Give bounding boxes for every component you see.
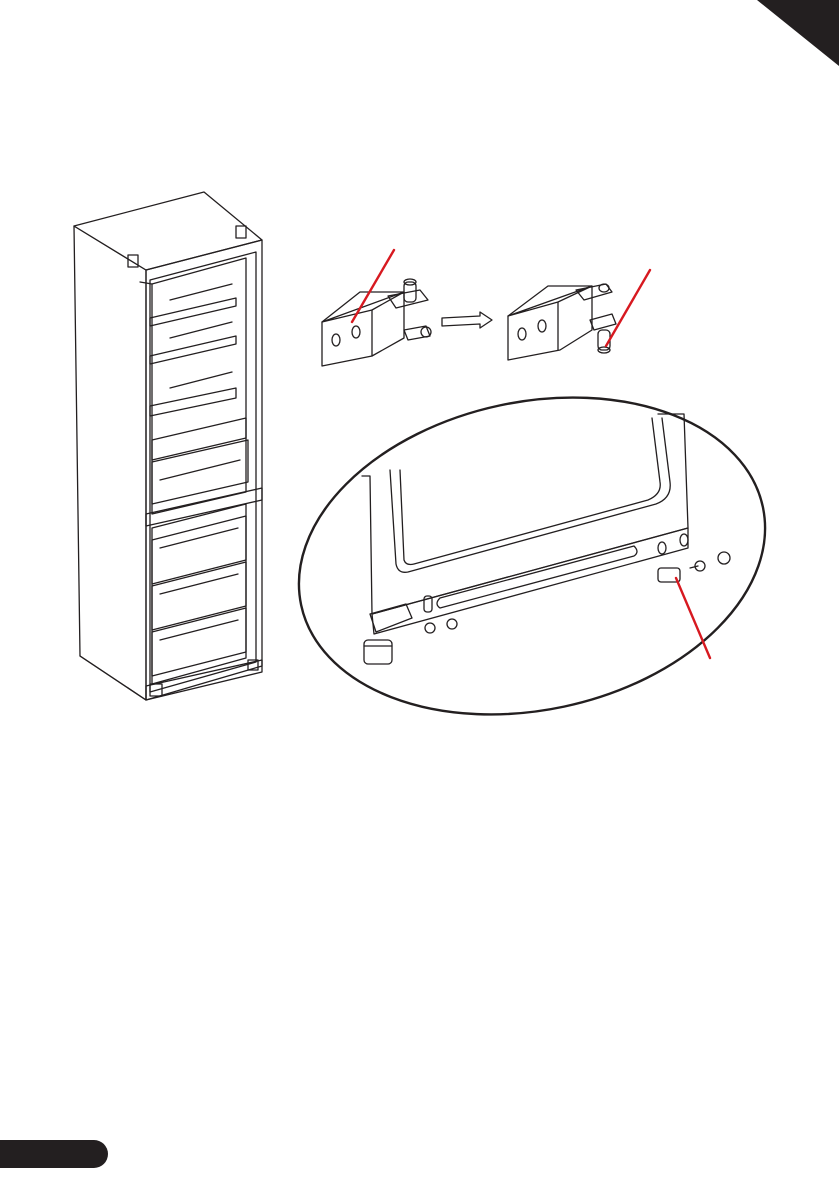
hinge-before-icon (322, 279, 431, 366)
hinge-after-icon (508, 284, 616, 360)
page-number-tab (0, 1140, 108, 1168)
arrow-right-icon (442, 312, 492, 328)
door-bottom-detail (269, 356, 795, 755)
fridge-freezer-icon (74, 192, 262, 700)
